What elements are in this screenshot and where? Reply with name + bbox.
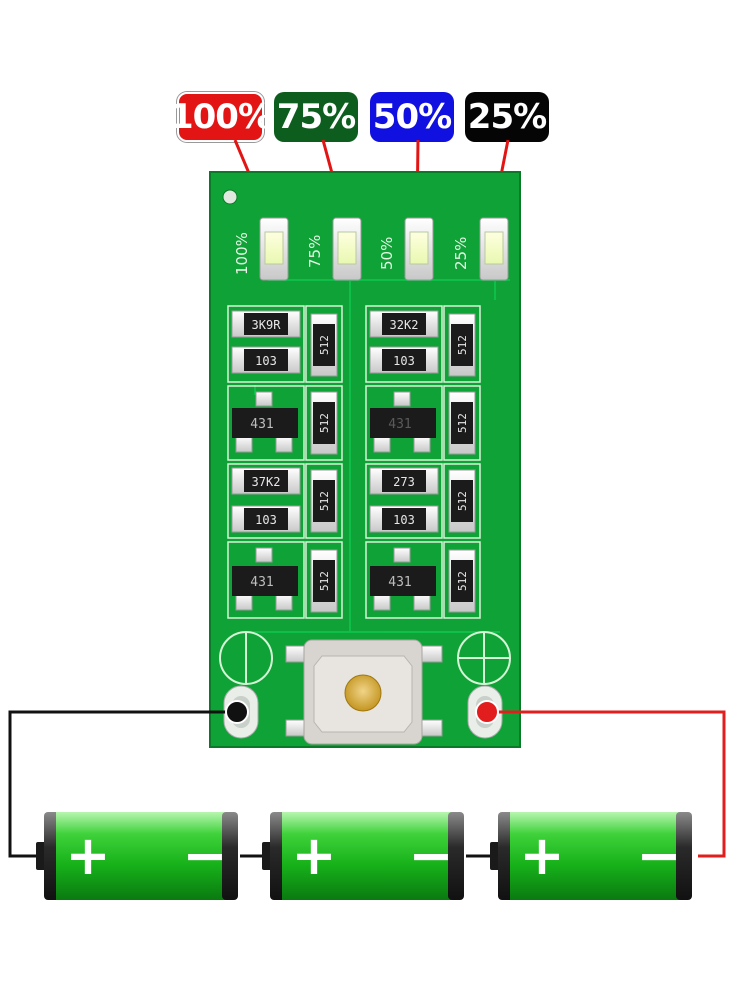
resistor-code: 37K2 (252, 475, 281, 489)
indicator-50-label: 50% (370, 92, 454, 142)
resistor-code: 273 (393, 475, 415, 489)
silk-label-25: 25% (452, 237, 470, 270)
resistor-code: 512 (318, 491, 331, 511)
resistor-code: 103 (255, 354, 277, 368)
silk-label-75: 75% (306, 235, 324, 268)
transistor-431-icon: 431 (232, 391, 298, 453)
resistor-code: 103 (393, 354, 415, 368)
transistor-431-icon: 431 (370, 547, 436, 611)
resistor-code: 512 (456, 491, 469, 511)
test-push-button[interactable] (285, 639, 443, 745)
battery-minus-symbol: − (408, 824, 453, 887)
battery-plus-symbol: + (65, 824, 110, 887)
led-75-icon (332, 217, 362, 281)
battery-plus-symbol: + (519, 824, 564, 887)
left-component-group: 3K9R 103 37K2 103 512 (227, 305, 343, 619)
positive-wire-connector (475, 700, 499, 724)
svg-text:431: 431 (250, 417, 273, 432)
positive-polarity-symbol (457, 631, 511, 685)
battery-1-icon: + − (36, 812, 238, 900)
transistor-431-icon: 431 (370, 391, 436, 453)
silk-label-50: 50% (378, 237, 396, 270)
svg-text:431: 431 (250, 575, 273, 590)
battery-3-icon: + − (490, 812, 692, 900)
resistor-code: 32K2 (390, 318, 419, 332)
resistor-code: 103 (255, 513, 277, 527)
led-25-icon (479, 217, 509, 281)
resistor-code: 512 (318, 571, 331, 591)
svg-text:431: 431 (388, 417, 411, 432)
led-50-icon (404, 217, 434, 281)
positive-wire (487, 710, 726, 858)
silk-label-100: 100% (233, 232, 251, 275)
battery-plus-symbol: + (291, 824, 336, 887)
resistor-code: 512 (456, 335, 469, 355)
resistor-code: 103 (393, 513, 415, 527)
indicator-75-label: 75% (274, 92, 358, 142)
resistor-code: 512 (318, 413, 331, 433)
resistor-code: 512 (456, 571, 469, 591)
resistor-code: 3K9R (252, 318, 282, 332)
resistor-code: 512 (456, 413, 469, 433)
negative-wire (8, 710, 237, 858)
battery-minus-symbol: − (182, 824, 227, 887)
indicator-25-label: 25% (465, 92, 549, 142)
battery-minus-symbol: − (636, 824, 681, 887)
negative-polarity-symbol (219, 631, 273, 685)
right-component-group: 32K2 103 273 103 512 (365, 305, 481, 619)
transistor-431-icon: 431 (232, 547, 298, 611)
pcb-board: 100% 75% 50% 25% (209, 171, 521, 748)
led-100-icon (259, 217, 289, 281)
battery-2-icon: + − (262, 812, 464, 900)
resistor-code: 512 (318, 335, 331, 355)
indicator-100-label: 100% (170, 92, 272, 142)
negative-wire-connector (225, 700, 249, 724)
svg-text:431: 431 (388, 575, 411, 590)
push-button-cap-icon[interactable] (344, 674, 382, 712)
